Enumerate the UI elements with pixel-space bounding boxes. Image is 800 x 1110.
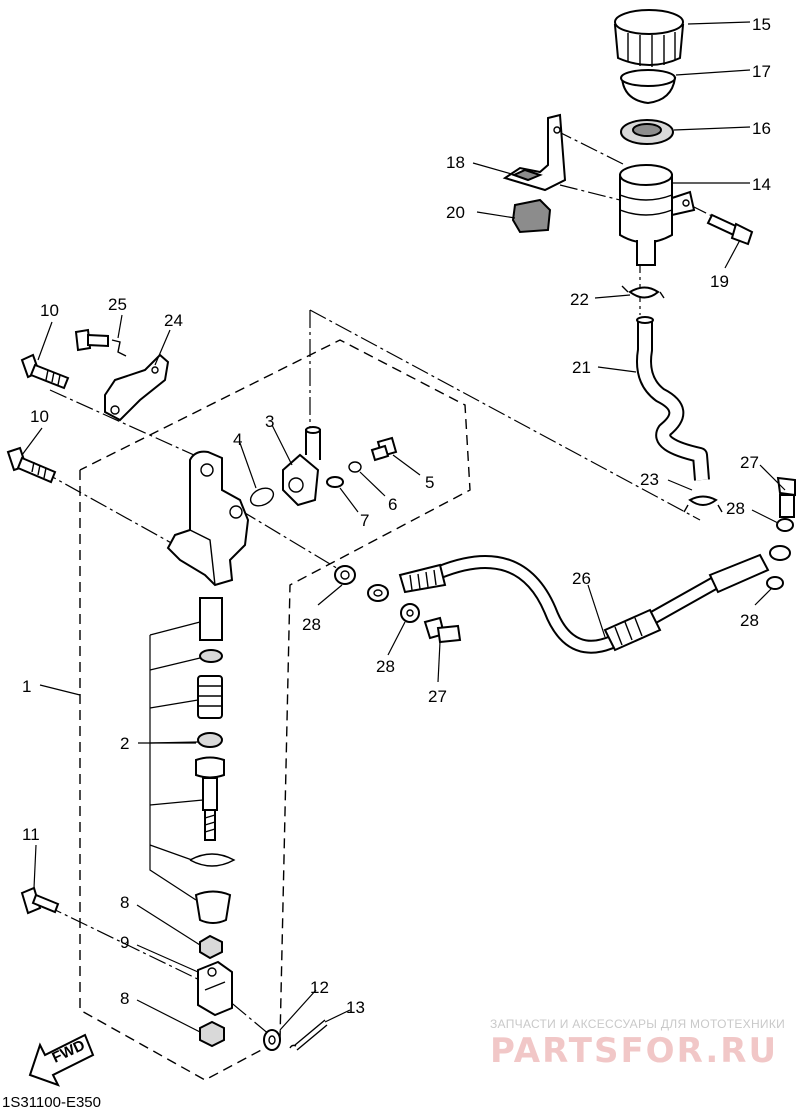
callout-3: 3 [265,412,274,431]
fwd-direction-arrow: FWD [28,1033,95,1087]
union-bolt-27-right [776,476,796,518]
callout-10-upper: 10 [40,301,59,320]
watermark: ЗАПЧАСТИ И АКСЕССУАРЫ ДЛЯ МОТОТЕХНИКИ PA… [490,1017,785,1071]
callout-22: 22 [570,290,589,309]
gasket-28-c [776,518,794,532]
cup-small [199,649,223,663]
master-cylinder-body [166,450,250,587]
reservoir-bracket-18 [502,113,567,192]
washer-7 [326,476,344,488]
bolt-10-lower [6,446,57,484]
callout-8-upper: 8 [120,893,129,912]
callout-7: 7 [360,511,369,530]
callout-13: 13 [346,998,365,1017]
cotter-pin-13 [289,1019,328,1051]
reservoir-hose-21 [636,316,710,481]
watermark-tagline: ЗАПЧАСТИ И АКСЕССУАРЫ ДЛЯ МОТОТЕХНИКИ [490,1017,785,1031]
callout-21: 21 [572,358,591,377]
clevis-9 [197,960,233,1017]
callout-6: 6 [388,495,397,514]
callout-9: 9 [120,933,129,952]
watermark-brand: PARTSFOR.RU [490,1031,778,1071]
piston-cup-assembly [197,675,223,719]
callout-25: 25 [108,295,127,314]
hose-clip-22 [621,285,665,299]
boot [194,890,232,924]
diagram-code: 1S31100-E350 [2,1094,101,1110]
reservoir-cap-15 [613,9,685,67]
callout-27-left: 27 [428,687,447,706]
gasket-28-a [334,565,356,585]
callout-28-a: 28 [302,615,321,634]
o-ring-4 [249,487,275,507]
callout-1: 1 [22,677,31,696]
callout-20: 20 [446,203,465,222]
gasket-28-d [766,576,784,590]
washer-12 [263,1029,281,1051]
bolt-25 [74,328,127,357]
hose-joint-3 [282,426,321,507]
bolt-10-upper [20,353,70,390]
callout-labels: 15 17 16 14 18 20 19 22 21 23 27 28 28 2… [22,15,771,1017]
callout-17: 17 [752,62,771,81]
callout-16: 16 [752,119,771,138]
nut-8-lower [199,1020,225,1048]
callout-12: 12 [310,978,329,997]
damper-20 [511,198,552,234]
spring [199,597,223,641]
diaphragm-plate-17 [620,69,677,105]
callout-4: 4 [233,430,242,449]
brake-hose-26 [367,545,791,654]
callout-24: 24 [164,311,183,330]
callout-11: 11 [22,825,40,844]
callout-23: 23 [640,470,659,489]
callout-19: 19 [710,272,729,291]
diaphragm-16 [620,119,674,145]
bolt-19 [706,213,754,246]
cup-mid [197,732,223,748]
gasket-28-b [400,603,420,623]
hose-clip-23 [683,495,723,513]
assembly-1-dashed-outline [79,339,471,1081]
callout-18: 18 [446,153,465,172]
reservoir-tank-14 [619,164,696,266]
alignment-lines [39,129,731,1036]
callout-10-lower: 10 [30,407,49,426]
callout-27-right: 27 [740,453,759,472]
nut-8-upper [199,934,223,960]
callout-15: 15 [752,15,771,34]
callout-26: 26 [572,569,591,588]
callout-5: 5 [425,473,434,492]
screw-5 [370,436,398,462]
leader-lines [21,21,786,1033]
lock-washer-6 [348,461,362,473]
callout-14: 14 [752,175,771,194]
push-rod [195,756,225,841]
bracket-24 [104,353,170,422]
callout-28-d: 28 [740,611,759,630]
callout-2: 2 [120,734,129,753]
callout-28-c: 28 [726,499,745,518]
callout-8-lower: 8 [120,989,129,1008]
pin-11 [20,886,60,915]
union-bolt-27-left [423,616,462,644]
circlip [189,853,236,867]
callout-28-b: 28 [376,657,395,676]
